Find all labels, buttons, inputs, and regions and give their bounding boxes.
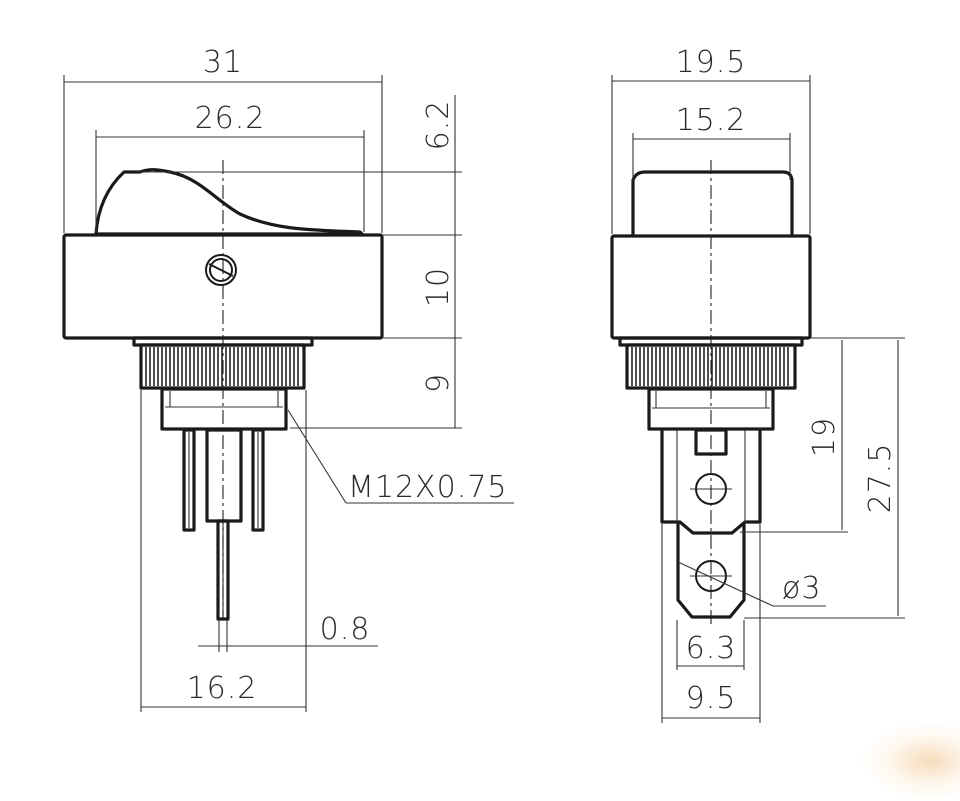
label-thread-spec: M12X0.75 bbox=[348, 470, 507, 505]
label-9: 9 bbox=[421, 373, 456, 393]
label-19-5: 19.5 bbox=[676, 45, 747, 80]
dimension-rocker-width: 26.2 bbox=[95, 101, 365, 232]
front-view: 31 26.2 6.2 10 9 M12X0.75 0.8 bbox=[62, 45, 514, 712]
dimension-overall-width: 31 bbox=[63, 45, 383, 233]
label-9-5: 9.5 bbox=[686, 681, 737, 716]
callout-hole-diameter: ø3 bbox=[677, 561, 826, 607]
rocker-actuator bbox=[94, 168, 364, 236]
label-15-2: 15.2 bbox=[676, 103, 747, 138]
side-view: 19.5 15.2 19 27.5 ø3 6.3 bbox=[610, 45, 905, 723]
dimension-side-terminal-span: 9.5 bbox=[661, 524, 761, 723]
label-0-8: 0.8 bbox=[320, 612, 371, 647]
dimension-pin-thickness: 0.8 bbox=[198, 612, 378, 652]
callout-thread: M12X0.75 bbox=[287, 409, 514, 505]
technical-drawing: 31 26.2 6.2 10 9 M12X0.75 0.8 bbox=[62, 45, 960, 801]
threaded-base bbox=[160, 387, 288, 431]
side-knurl-pattern bbox=[631, 347, 789, 386]
side-terminal-housing bbox=[660, 430, 762, 535]
side-rocker bbox=[631, 170, 794, 236]
dimension-side-overall-width: 19.5 bbox=[611, 45, 811, 234]
dimension-side-rocker-width: 15.2 bbox=[632, 103, 791, 180]
label-26-2: 26.2 bbox=[195, 101, 266, 136]
label-19: 19 bbox=[807, 417, 842, 457]
label-10: 10 bbox=[421, 267, 456, 307]
flange bbox=[132, 336, 314, 347]
label-6-2: 6.2 bbox=[421, 100, 456, 151]
dimension-tab-width: 6.3 bbox=[676, 620, 745, 670]
dimension-terminal-span: 16.2 bbox=[140, 390, 307, 712]
label-31: 31 bbox=[203, 45, 243, 80]
indicator-lamp-icon bbox=[205, 254, 237, 286]
knurl-pattern bbox=[145, 347, 299, 386]
label-hole-diameter: ø3 bbox=[782, 571, 821, 606]
label-27-5: 27.5 bbox=[863, 443, 898, 514]
label-6-3: 6.3 bbox=[686, 631, 737, 666]
label-16-2: 16.2 bbox=[187, 671, 258, 706]
